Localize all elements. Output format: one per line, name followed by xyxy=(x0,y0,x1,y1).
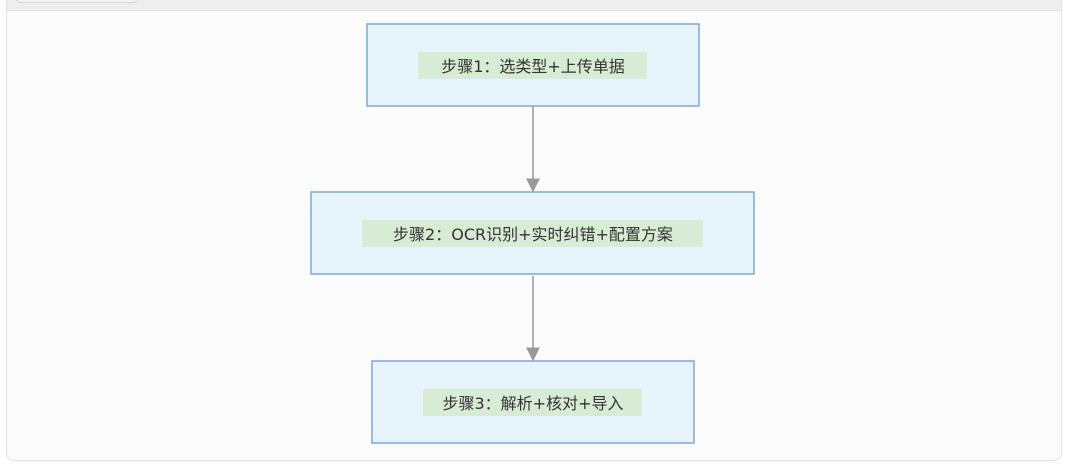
node-step3-label: 步骤3：解析+核对+导入 xyxy=(443,394,624,413)
node-step3-label-bg xyxy=(423,389,642,416)
node-step2-label-bg xyxy=(362,220,703,247)
node-step2[interactable]: 步骤2：OCR识别+实时纠错+配置方案 xyxy=(310,191,755,275)
node-step1-label: 步骤1：选类型+上传单据 xyxy=(441,57,625,76)
panel-toolbar xyxy=(7,0,1061,11)
node-step1-label-bg xyxy=(418,52,647,79)
node-step2-label: 步骤2：OCR识别+实时纠错+配置方案 xyxy=(393,225,673,244)
node-step3[interactable]: 步骤3：解析+核对+导入 xyxy=(371,360,695,444)
node-step1[interactable]: 步骤1：选类型+上传单据 xyxy=(366,23,700,107)
